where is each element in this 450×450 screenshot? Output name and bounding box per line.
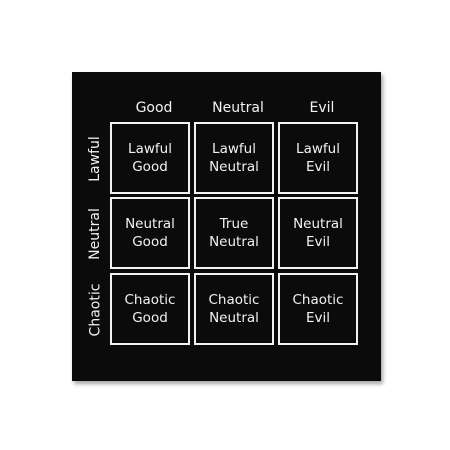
column-header-neutral: Neutral	[212, 100, 264, 116]
column-header-good: Good	[135, 100, 173, 116]
column-header-evil: Evil	[309, 100, 335, 116]
row-header-chaotic: Chaotic	[87, 283, 103, 337]
row-header-neutral: Neutral	[87, 208, 103, 260]
alignment-chart-board: Good Neutral Evil Lawful Neutral Chaotic…	[72, 72, 381, 381]
row-header-lawful: Lawful	[87, 136, 103, 182]
